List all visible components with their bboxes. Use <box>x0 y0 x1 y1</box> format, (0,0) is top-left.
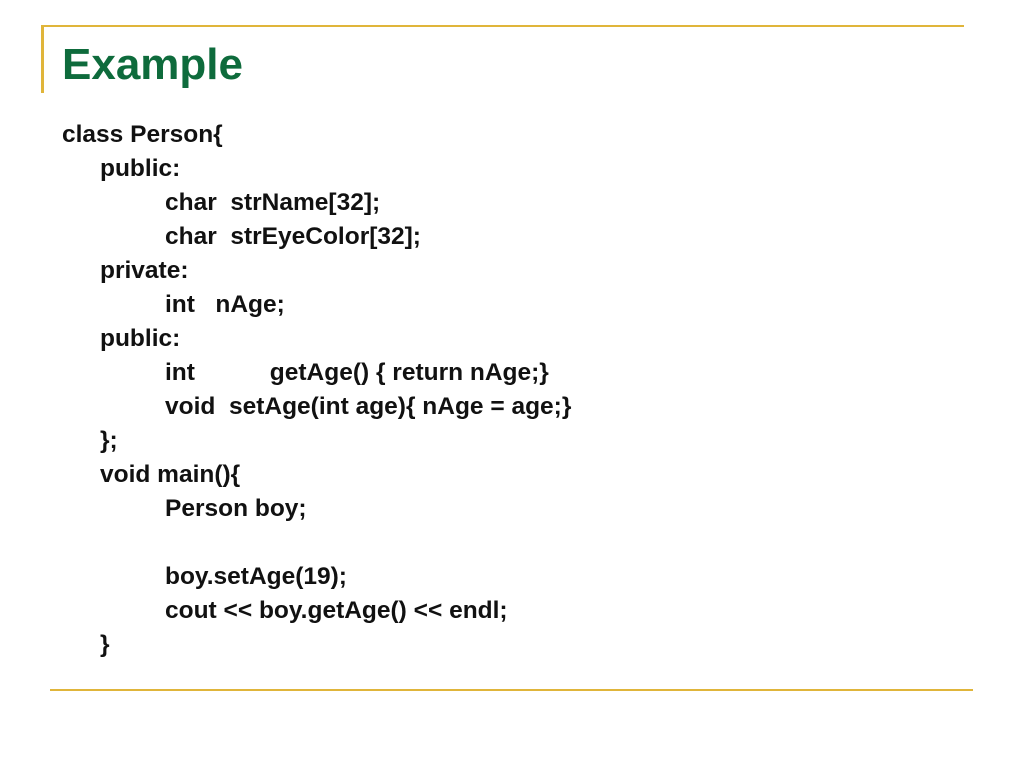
code-line: private: <box>100 257 189 284</box>
code-line: void setAge(int age){ nAge = age;} <box>165 393 572 420</box>
code-line: public: <box>100 155 181 182</box>
title-accent-bar-horizontal <box>41 25 964 27</box>
code-line: }; <box>100 427 118 454</box>
code-line: boy.setAge(19); <box>165 563 347 590</box>
code-line: char strName[32]; <box>165 189 381 216</box>
code-line: int nAge; <box>165 291 285 318</box>
code-line: Person boy; <box>165 495 307 522</box>
code-line: char strEyeColor[32]; <box>165 223 421 250</box>
footer-divider <box>50 689 973 691</box>
title-accent-bar-vertical <box>41 25 44 93</box>
code-line: public: <box>100 325 181 352</box>
code-line: class Person{ <box>62 121 223 148</box>
code-line: int getAge() { return nAge;} <box>165 359 549 386</box>
code-line: void main(){ <box>100 461 241 488</box>
code-line: } <box>100 631 110 658</box>
slide-title: Example <box>62 40 243 89</box>
code-line: cout << boy.getAge() << endl; <box>165 597 508 624</box>
